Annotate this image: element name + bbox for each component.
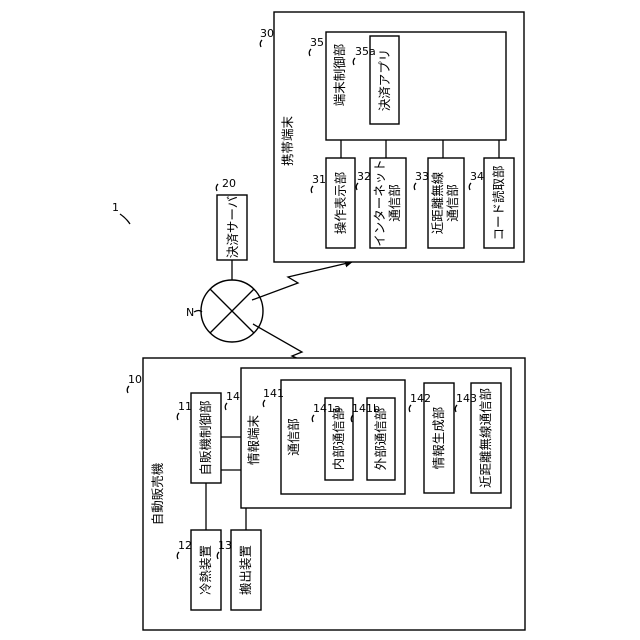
terminal-controller-box (326, 32, 506, 140)
system-ref-label: 1 (112, 201, 119, 214)
dispensing-ref: 13 (218, 539, 232, 552)
cooling-heating-label: 冷熱装置 (198, 545, 213, 595)
code-reader-label: コード読取部 (491, 165, 506, 240)
comm-unit-ref: 141 (263, 387, 284, 400)
internet-comm-label-line1: インターネット (372, 159, 387, 247)
dispensing-label: 搬出装置 (238, 545, 253, 595)
internet-comm-label-line2: 通信部 (387, 184, 402, 222)
mobile-terminal-ref-leader (260, 40, 262, 47)
info-terminal-ref: 14 (226, 390, 240, 403)
payment-server-ref-leader (216, 184, 218, 191)
vm-controller-ref: 11 (178, 400, 192, 413)
short-range-comm-label-line1: 近距離無線 (430, 171, 445, 234)
network-ref-leader (194, 311, 202, 313)
wireless-link-mobile (252, 262, 352, 300)
info-generator-ref: 142 (410, 392, 431, 405)
vm-controller-label: 自販機制御部 (198, 400, 213, 475)
vm-short-range-comm-ref: 143 (456, 392, 477, 405)
payment-server-ref: 20 (222, 177, 236, 190)
network-ref: N (186, 306, 194, 319)
network-node: N (186, 280, 263, 342)
operation-display-label: 操作表示部 (333, 172, 348, 235)
vending-machine-ref-leader (127, 386, 129, 393)
short-range-comm-ref: 33 (415, 170, 429, 183)
terminal-controller-label: 端末制御部 (332, 44, 347, 107)
payment-server: 決済サーバ 20 (216, 177, 247, 260)
external-comm-label: 外部通信部 (373, 408, 388, 471)
info-terminal-label: 情報端末 (246, 415, 261, 466)
mobile-terminal-ref: 30 (260, 27, 274, 40)
internal-comm-ref: 141a (313, 402, 341, 415)
short-range-comm-label-line2: 通信部 (445, 184, 460, 222)
internal-comm-label: 内部通信部 (331, 408, 346, 471)
vending-machine-ref: 10 (128, 373, 142, 386)
payment-app-label: 決済アプリ (377, 49, 392, 112)
cooling-heating-ref: 12 (178, 539, 192, 552)
system-ref-leader (120, 214, 130, 224)
comm-unit-label: 通信部 (286, 418, 301, 456)
payment-app-ref: 35a (355, 45, 376, 58)
mobile-terminal-label: 携帯端末 (280, 116, 295, 167)
operation-display-ref: 31 (312, 173, 326, 186)
info-generator-label: 情報生成部 (431, 407, 446, 470)
external-comm-ref: 141b (352, 402, 380, 415)
mobile-terminal: 携帯端末 30 端末制御部 35 決済アプリ 35a 操作表示部 31 インター… (260, 12, 524, 262)
vending-machine: 自動販売機 10 自販機制御部 11 冷熱装置 12 搬出装置 13 情報端末 … (127, 358, 525, 630)
vending-machine-label: 自動販売機 (150, 462, 165, 525)
terminal-controller-ref: 35 (310, 36, 324, 49)
code-reader-ref: 34 (470, 170, 484, 183)
vm-short-range-comm-label: 近距離無線通信部 (478, 388, 493, 488)
internet-comm-ref: 32 (357, 170, 371, 183)
payment-server-label: 決済サーバ (225, 196, 240, 258)
